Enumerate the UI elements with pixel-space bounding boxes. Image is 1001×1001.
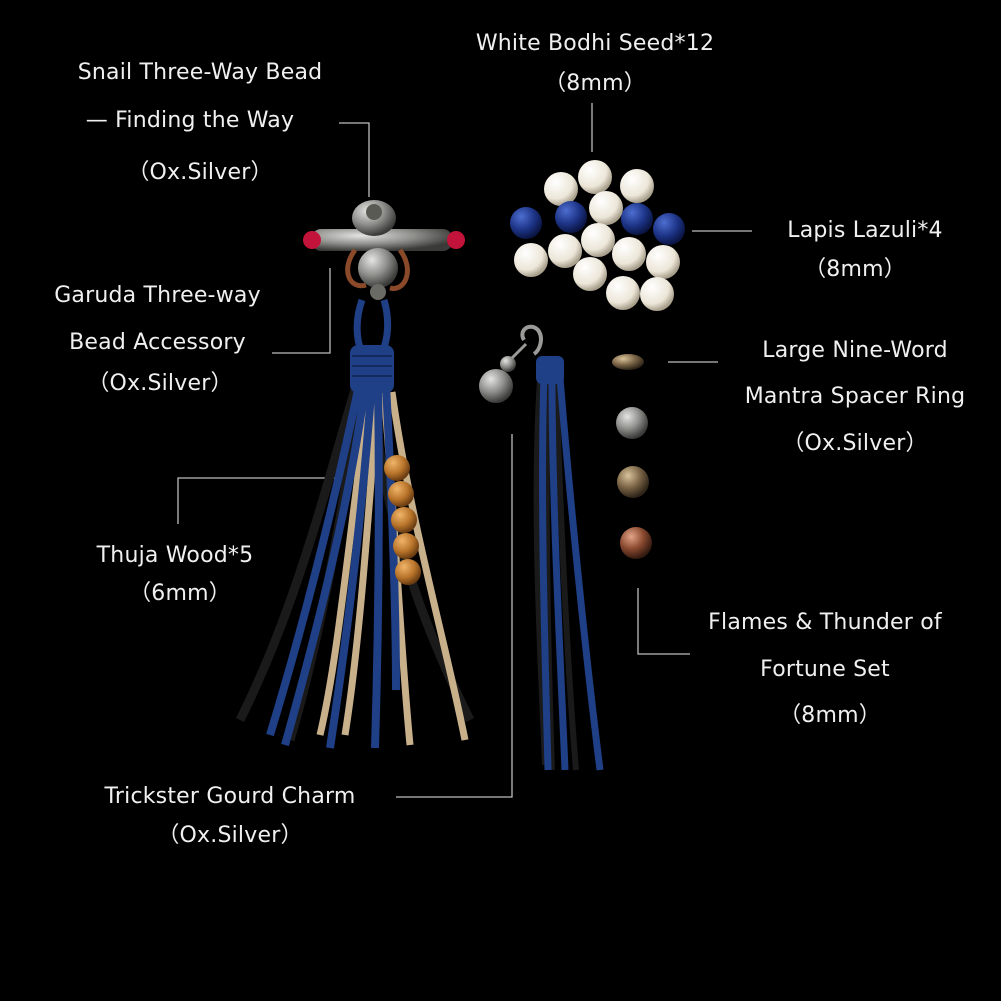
flames-bead-bronze — [617, 466, 649, 498]
mantra-spacer-ring — [612, 354, 644, 370]
label-flames-line1: Flames & Thunder of — [708, 610, 942, 635]
snail-three-way-bead — [352, 200, 396, 236]
label-snail-line3: （Ox.Silver） — [127, 160, 273, 185]
label-snail-line2: — Finding the Way — [85, 108, 295, 133]
label-garuda-line2: Bead Accessory — [69, 330, 246, 355]
spacer-beads — [612, 354, 652, 559]
label-mantra-line2: Mantra Spacer Ring — [744, 384, 966, 409]
left-tassel — [235, 200, 475, 749]
flames-bead-silver — [616, 407, 648, 439]
label-gourd-line1: Trickster Gourd Charm — [104, 784, 356, 809]
label-thuja-line1: Thuja Wood*5 — [96, 543, 254, 568]
label-bodhi-line1: White Bodhi Seed*12 — [475, 31, 715, 56]
label-flames-line3: （8mm） — [779, 703, 881, 728]
leader-flames — [637, 588, 690, 655]
leader-snail — [339, 122, 370, 197]
flames-bead-copper — [620, 527, 652, 559]
label-flames-line2: Fortune Set — [760, 657, 890, 682]
leader-thuja — [177, 477, 370, 524]
label-garuda-line1: Garuda Three-way — [54, 283, 261, 308]
gourd-tassel — [479, 324, 604, 771]
label-garuda-line3: （Ox.Silver） — [87, 371, 233, 396]
tassel-cords-blue — [266, 379, 400, 749]
label-mantra-line1: Large Nine-Word — [762, 338, 948, 363]
thuja-wood-beads — [384, 455, 421, 585]
label-lapis-line1: Lapis Lazuli*4 — [787, 218, 943, 243]
leader-garuda — [272, 268, 331, 354]
label-mantra-line3: （Ox.Silver） — [782, 431, 928, 456]
leader-lines — [177, 103, 752, 798]
label-lapis-line2: （8mm） — [804, 257, 906, 282]
garuda-three-way-bead — [303, 229, 465, 300]
label-thuja-line2: （6mm） — [129, 581, 231, 606]
leader-gourd — [396, 434, 513, 798]
bead-cluster — [510, 160, 685, 311]
label-bodhi-line2: （8mm） — [544, 71, 646, 96]
tassel-wrap — [350, 345, 394, 393]
gourd-charm — [479, 369, 513, 403]
label-gourd-line2: （Ox.Silver） — [157, 823, 303, 848]
label-snail-line1: Snail Three-Way Bead — [77, 60, 323, 85]
